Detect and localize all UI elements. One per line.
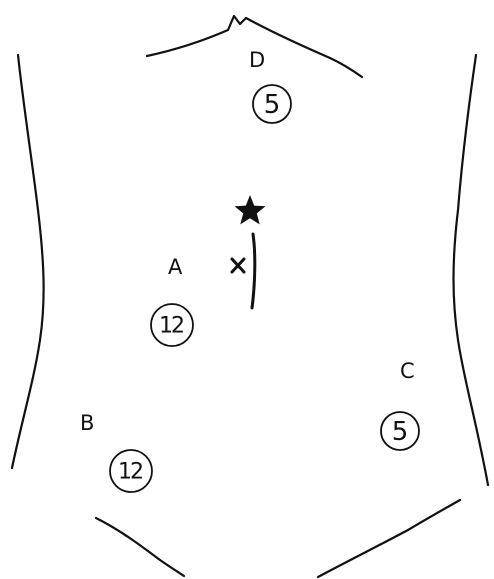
port-a-label: A: [168, 255, 183, 279]
port-c-size: 5: [392, 417, 409, 447]
port-b-size: 12: [118, 460, 142, 485]
port-d-size: 5: [264, 90, 281, 120]
incision-x-mark: [232, 259, 244, 272]
port-c: C 5: [381, 359, 419, 450]
port-a: A 12: [151, 255, 193, 346]
port-d: D 5: [249, 48, 291, 123]
left-pelvic-line: [96, 518, 184, 576]
left-flank-line: [12, 55, 44, 468]
port-a-size: 12: [159, 314, 183, 339]
port-b-label: B: [80, 411, 94, 435]
port-b: B 12: [80, 411, 152, 492]
right-flank-line: [454, 55, 489, 485]
port-c-label: C: [400, 359, 415, 383]
midline-incision: [252, 234, 255, 308]
star-icon: [235, 195, 266, 224]
right-pelvic-line: [318, 500, 460, 577]
torso-outline: [12, 16, 488, 577]
port-d-label: D: [249, 48, 265, 72]
